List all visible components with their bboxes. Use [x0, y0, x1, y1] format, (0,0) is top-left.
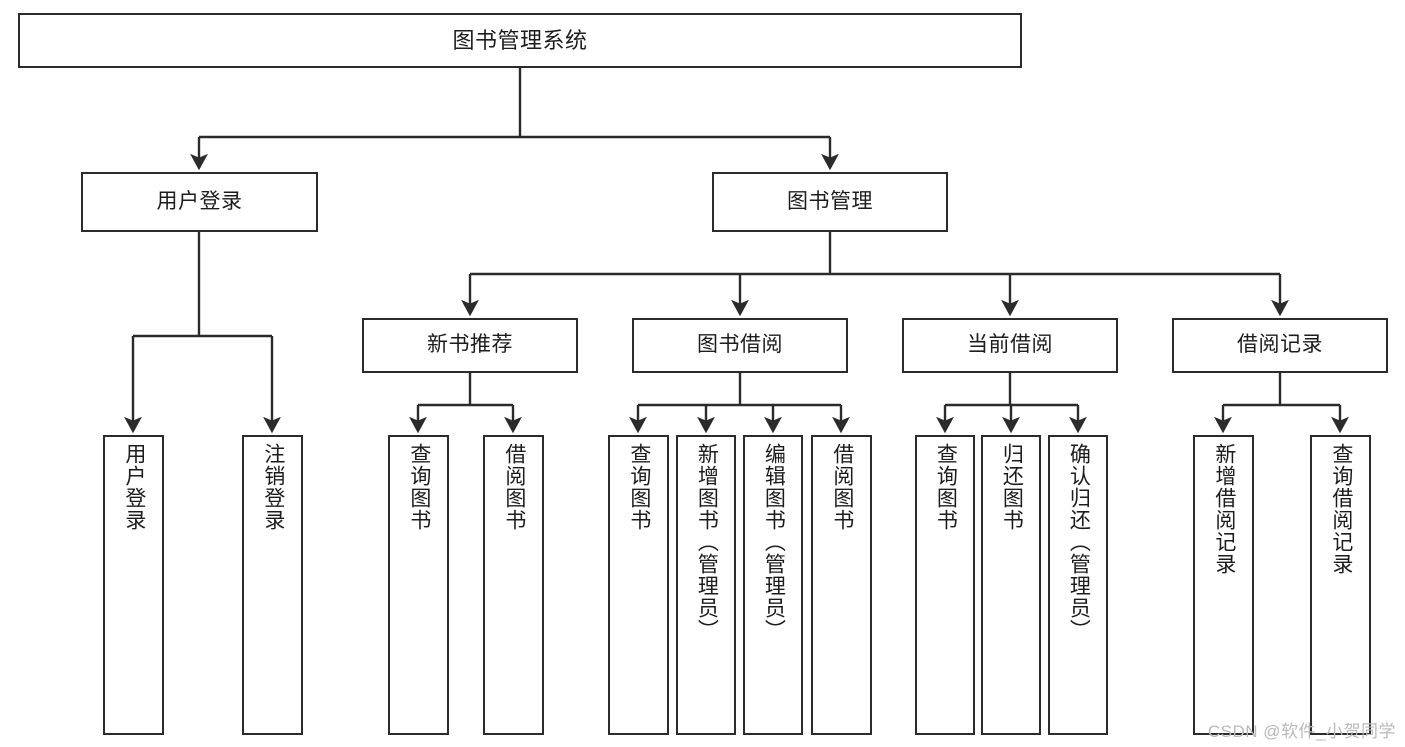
node-leaf-borrow-book-2-label: 借阅图书 — [830, 443, 854, 531]
node-leaf-query-record-label: 查询借阅记录 — [1329, 443, 1353, 575]
node-leaf-return-book[interactable]: 归还图书 — [981, 435, 1041, 735]
node-leaf-edit-book-label: 编辑图书（管理员） — [762, 443, 786, 641]
node-leaf-query-record[interactable]: 查询借阅记录 — [1310, 435, 1371, 735]
node-leaf-borrow-book-1[interactable]: 借阅图书 — [483, 435, 544, 735]
node-leaf-return-book-label: 归还图书 — [1000, 443, 1024, 531]
node-leaf-edit-book[interactable]: 编辑图书（管理员） — [743, 435, 803, 735]
node-leaf-confirm-return[interactable]: 确认归还（管理员） — [1048, 435, 1108, 735]
node-leaf-add-book[interactable]: 新增图书（管理员） — [676, 435, 736, 735]
node-leaf-logout-login-label: 注销登录 — [261, 443, 285, 531]
node-book-manage[interactable]: 图书管理 — [712, 172, 948, 232]
node-borrow-record[interactable]: 借阅记录 — [1172, 318, 1388, 373]
node-current-borrow-label: 当前借阅 — [967, 333, 1053, 357]
node-book-borrow[interactable]: 图书借阅 — [632, 318, 848, 373]
node-current-borrow[interactable]: 当前借阅 — [902, 318, 1118, 373]
node-new-book-recommend-label: 新书推荐 — [427, 333, 513, 357]
node-root-label: 图书管理系统 — [452, 27, 588, 53]
node-book-manage-label: 图书管理 — [787, 189, 873, 213]
node-root[interactable]: 图书管理系统 — [18, 13, 1022, 68]
node-leaf-query-book-2[interactable]: 查询图书 — [608, 435, 669, 735]
node-user-login-label: 用户登录 — [156, 189, 243, 213]
node-leaf-query-book-3-label: 查询图书 — [934, 443, 958, 531]
node-leaf-borrow-book-1-label: 借阅图书 — [502, 443, 526, 531]
node-leaf-add-record-label: 新增借阅记录 — [1212, 443, 1236, 575]
node-leaf-borrow-book-2[interactable]: 借阅图书 — [811, 435, 872, 735]
node-new-book-recommend[interactable]: 新书推荐 — [362, 318, 578, 373]
node-leaf-confirm-return-label: 确认归还（管理员） — [1067, 443, 1091, 641]
node-leaf-query-book-1[interactable]: 查询图书 — [388, 435, 449, 735]
watermark: CSDN @软件_小贺同学 — [1207, 722, 1396, 741]
node-leaf-user-login-label: 用户登录 — [122, 443, 146, 531]
node-leaf-query-book-1-label: 查询图书 — [407, 443, 431, 531]
node-leaf-query-book-3[interactable]: 查询图书 — [915, 435, 975, 735]
node-leaf-user-login[interactable]: 用户登录 — [103, 435, 164, 735]
node-user-login[interactable]: 用户登录 — [81, 172, 318, 232]
node-book-borrow-label: 图书借阅 — [697, 333, 783, 357]
node-leaf-add-record[interactable]: 新增借阅记录 — [1193, 435, 1254, 735]
node-leaf-query-book-2-label: 查询图书 — [627, 443, 651, 531]
node-borrow-record-label: 借阅记录 — [1237, 333, 1323, 357]
node-leaf-logout-login[interactable]: 注销登录 — [242, 435, 303, 735]
node-leaf-add-book-label: 新增图书（管理员） — [695, 443, 719, 641]
